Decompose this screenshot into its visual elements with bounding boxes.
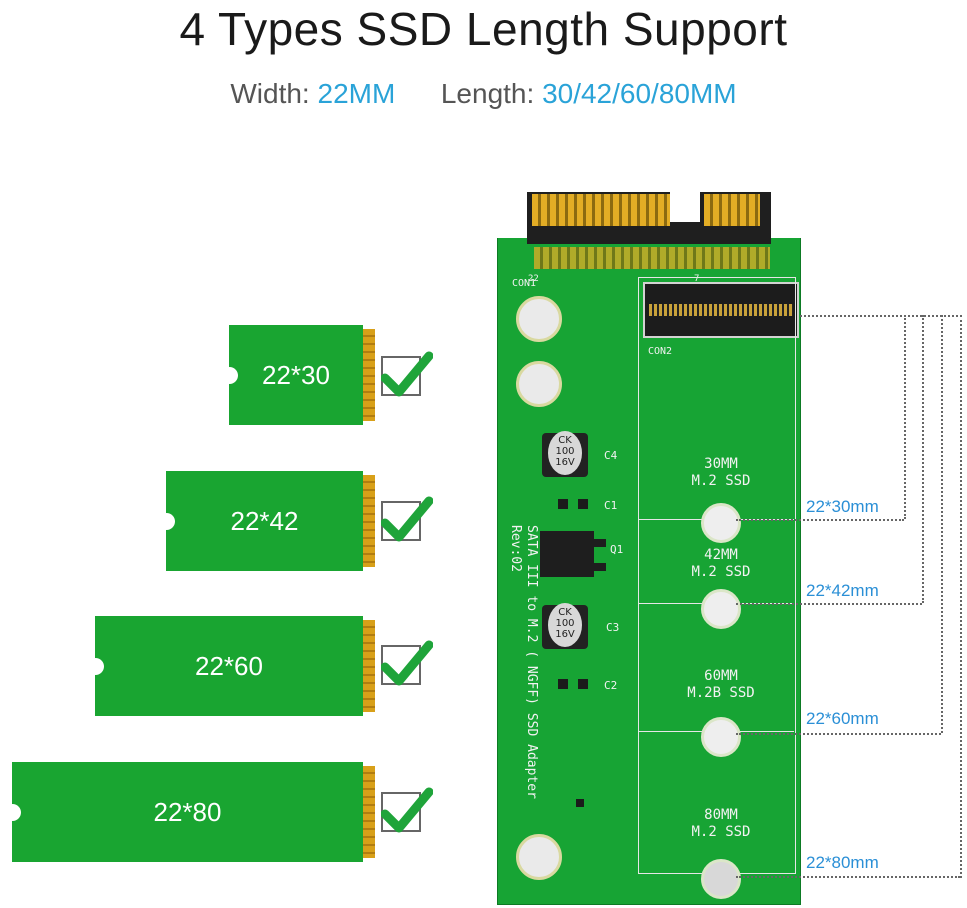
length-label-42: 22*42mm — [806, 581, 879, 600]
ssd-notch — [221, 367, 238, 384]
silk-q1: Q1 — [610, 543, 624, 556]
sata-power-pins — [704, 194, 760, 226]
length-value: 30/42/60/80MM — [542, 78, 737, 109]
ssd-card-2242: 22*42 — [158, 471, 375, 571]
mount-label-42: 42MM M.2 SSD — [691, 547, 751, 580]
length-label-30: 22*30mm — [806, 497, 879, 516]
mounting-hole — [516, 296, 562, 342]
silk-con2: CON2 — [648, 346, 673, 357]
ssd-card-label: 22*42 — [230, 506, 299, 536]
length-label-80: 22*80mm — [806, 853, 879, 872]
page-title: 4 Types SSD Length Support — [179, 3, 788, 55]
checkmark-icon — [381, 640, 433, 686]
silk-c4: C4 — [604, 449, 618, 462]
mount-label-30: 30MM M.2 SSD — [691, 456, 751, 489]
solder-pads — [534, 247, 770, 269]
ssd-card-label: 22*30 — [262, 360, 330, 390]
silk-con1: CON1 — [512, 278, 537, 289]
standoff-hole-60 — [701, 717, 741, 757]
ssd-gold-contacts — [363, 329, 375, 421]
width-value: 22MM — [317, 78, 396, 109]
checkmark-icon — [381, 787, 433, 833]
standoff-screw-80 — [701, 859, 741, 899]
ssd-card-2260: 22*60 — [87, 616, 375, 716]
mount-label-80: 80MM M.2 SSD — [691, 807, 751, 840]
ssd-card-2230: 22*30 — [221, 325, 375, 425]
length-label: Length: — [440, 78, 535, 109]
silk-pin22: 22 — [528, 274, 539, 284]
capacitor-c3: CK 100 16V — [542, 603, 588, 649]
ssd-notch — [87, 658, 104, 675]
ssd-card-2280: 22*80 — [4, 762, 375, 862]
m2-connector — [643, 282, 799, 338]
silk-pin7: 7 — [694, 274, 700, 284]
ssd-gold-contacts — [363, 620, 375, 712]
mount-label-60: 60MM M.2B SSD — [687, 668, 755, 701]
ssd-notch — [4, 804, 21, 821]
ssd-gold-contacts — [363, 766, 375, 858]
silk-c3: C3 — [606, 621, 620, 634]
width-label: Width: — [230, 78, 310, 109]
checkmark-icon — [381, 496, 433, 542]
sata-data-pins — [532, 194, 670, 226]
ssd-notch — [158, 513, 175, 530]
board-silk-text: SATA III to M.2 ( NGFF) SSD Adapter Rev:… — [508, 525, 539, 799]
ssd-gold-contacts — [363, 475, 375, 567]
dimension-subtitle: Width: 22MM Length: 30/42/60/80MM — [0, 78, 967, 110]
adapter-board: 22 7 CON1 CON2 CK 100 16V C4 C1 Q1 CK 10… — [497, 188, 801, 905]
ssd-card-label: 22*80 — [153, 797, 222, 827]
silk-c1: C1 — [604, 499, 618, 512]
ssd-card-label: 22*60 — [195, 651, 263, 681]
capacitor-c4: CK 100 16V — [542, 431, 588, 477]
standoff-hole-42 — [701, 589, 741, 629]
mounting-hole — [516, 361, 562, 407]
mounting-hole — [516, 834, 562, 880]
checkmark-icon — [381, 351, 433, 397]
silk-c2: C2 — [604, 679, 618, 692]
standoff-hole-30 — [701, 503, 741, 543]
length-label-60: 22*60mm — [806, 709, 879, 728]
regulator-q1 — [540, 531, 594, 577]
